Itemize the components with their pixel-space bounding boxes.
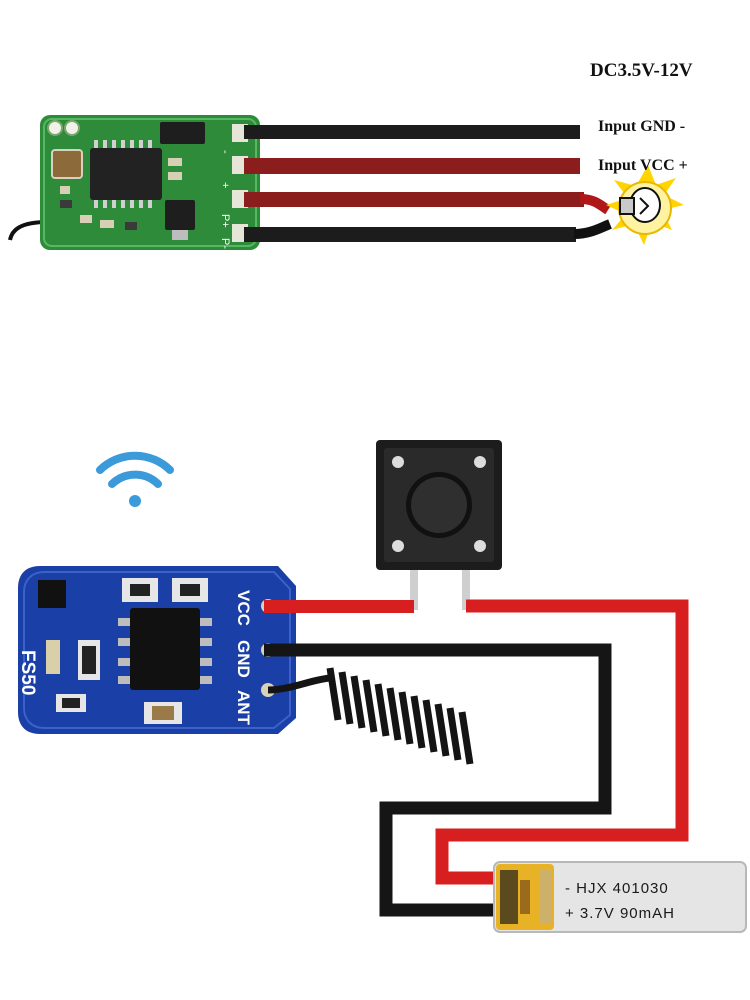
input-vcc-label: Input VCC +	[598, 157, 688, 174]
pad-label: -	[219, 150, 231, 154]
board-name: FS50	[17, 650, 38, 695]
crystal-component	[51, 149, 83, 179]
wifi-icon	[96, 451, 174, 507]
wire-gnd-to-battery	[264, 643, 612, 917]
pin-label-gnd: GND	[234, 640, 253, 678]
wire-vcc-to-button	[264, 600, 414, 613]
battery-label-line1: - HJX 401030	[565, 880, 669, 897]
wire-input-gnd	[244, 125, 580, 139]
wire-output-positive	[244, 192, 584, 207]
push-button	[376, 440, 502, 610]
transmitter-module: VCC GND ANT FS50	[17, 566, 296, 734]
supply-voltage-label: DC3.5V-12V	[590, 60, 693, 81]
spring-antenna	[267, 667, 474, 765]
bulb-icon	[606, 165, 684, 245]
wire-output-negative	[244, 227, 576, 242]
pad-label: P-	[219, 238, 231, 249]
pin-label-ant: ANT	[234, 690, 253, 726]
pad-label: P+	[219, 214, 231, 228]
pad-label: +	[219, 182, 231, 188]
battery-label-line2: + 3.7V 90mAH	[565, 905, 675, 922]
battery: - HJX 401030 + 3.7V 90mAH	[493, 861, 747, 933]
wire-button-to-battery	[435, 599, 689, 885]
pin-label-vcc: VCC	[234, 590, 253, 626]
mosfet-chip	[165, 200, 195, 230]
wire-input-vcc	[244, 158, 580, 174]
main-ic	[90, 148, 162, 200]
regulator-chip	[160, 122, 205, 144]
mounting-hole	[47, 120, 63, 136]
mounting-hole	[64, 120, 80, 136]
receiver-module: - + P+ P-	[8, 115, 260, 250]
input-gnd-label: Input GND -	[598, 118, 686, 135]
